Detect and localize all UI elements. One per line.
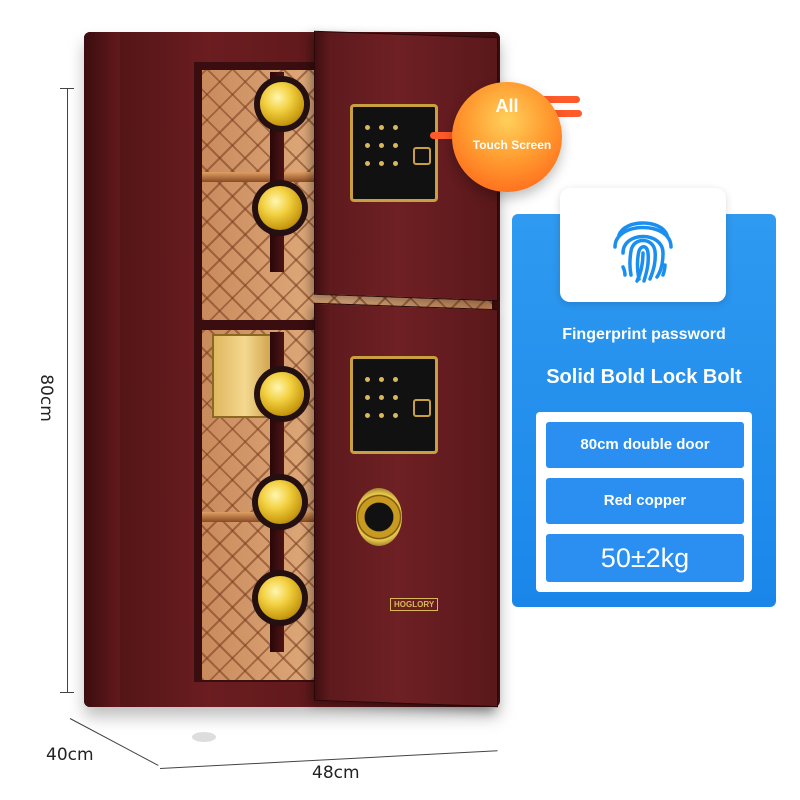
lower-fingerprint-sensor[interactable] — [413, 399, 431, 417]
touch-screen-badge — [452, 82, 562, 192]
spec-material: Red copper — [546, 478, 744, 524]
lower-shelf — [202, 512, 402, 522]
lower-bolt-2 — [258, 480, 302, 524]
upper-bolt-1 — [260, 82, 304, 126]
depth-label: 40cm — [46, 745, 94, 765]
badge-streak-3 — [430, 132, 470, 139]
lower-bolt-3 — [258, 576, 302, 620]
brand-plate: HOGLORY — [390, 598, 439, 611]
safe-foot-left — [192, 732, 216, 742]
upper-shelf — [202, 172, 402, 182]
badge-streak-2 — [548, 110, 582, 117]
lock-bolt-label: Solid Bold Lock Bolt — [546, 366, 742, 388]
upper-keypad[interactable] — [350, 104, 438, 202]
fingerprint-sensor[interactable] — [413, 147, 431, 165]
height-tick-top — [60, 88, 74, 89]
height-dimension-line — [67, 88, 68, 692]
fingerprint-password-label: Fingerprint password — [562, 326, 726, 343]
fingerprint-card — [560, 188, 726, 302]
safe: HOGLORY — [84, 30, 500, 742]
badge-subtitle: Touch Screen — [472, 138, 552, 152]
badge-title: All — [495, 96, 519, 116]
width-label: 48cm — [312, 763, 360, 783]
combination-dial[interactable] — [356, 488, 402, 546]
height-label: 80cm — [35, 374, 56, 422]
lower-keypad[interactable] — [350, 356, 438, 454]
safe-side-panel — [84, 32, 120, 707]
fingerprint-icon — [603, 205, 683, 290]
upper-bolt-2 — [258, 186, 302, 230]
lower-bolt-1 — [260, 372, 304, 416]
badge-streak-1 — [520, 96, 580, 103]
spec-weight: 50±2kg — [546, 534, 744, 582]
spec-size: 80cm double door — [546, 422, 744, 468]
height-tick-bottom — [60, 692, 74, 693]
